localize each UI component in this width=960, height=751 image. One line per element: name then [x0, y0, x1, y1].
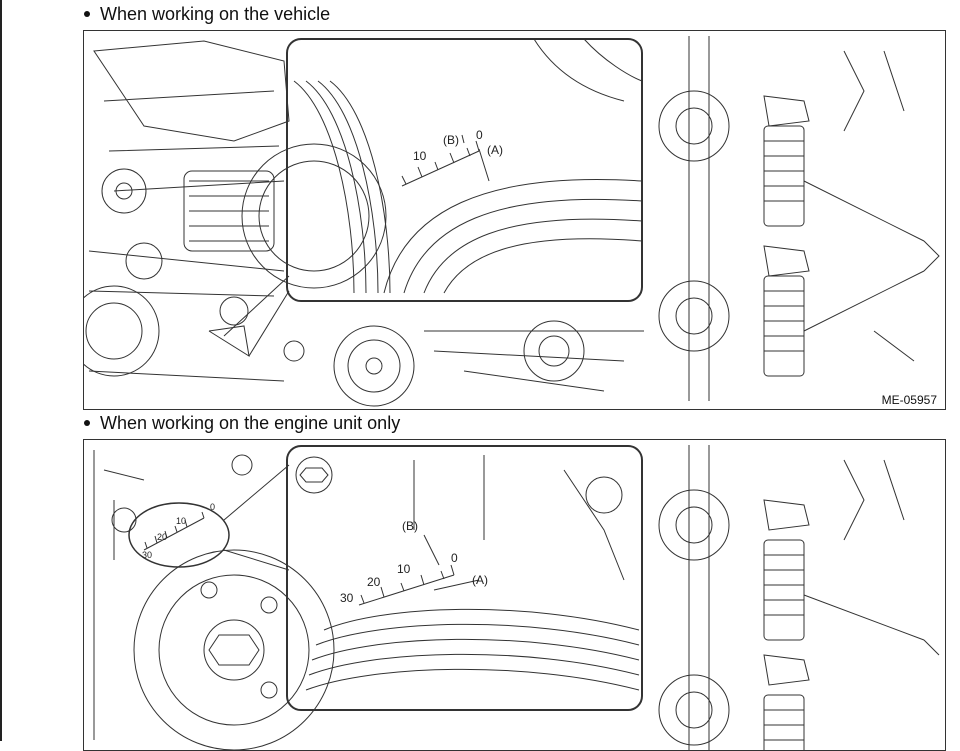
section-heading-engine-unit: When working on the engine unit only — [84, 413, 400, 433]
label-a-vehicle: (A) — [487, 143, 503, 157]
label-a-engine: (A) — [472, 573, 488, 587]
figure-engine-unit-drawing: (B) (A) 30 20 10 0 30 20 10 0 — [93, 445, 940, 750]
scale-tick-0-engine: 0 — [451, 551, 458, 565]
scale-tick-30-engine: 30 — [340, 591, 354, 605]
small-tick-0: 0 — [210, 502, 215, 512]
heading-text: When working on the engine unit only — [100, 413, 401, 433]
bullet-icon — [84, 420, 90, 426]
scale-tick-20-engine: 20 — [367, 575, 381, 589]
page-left-border — [0, 0, 2, 741]
figure-vehicle-drawing: (B) (A) 10 0 — [84, 36, 940, 407]
section-heading-vehicle: When working on the vehicle — [84, 4, 330, 24]
scale-tick-0-vehicle: 0 — [476, 128, 483, 142]
label-b-vehicle: (B) — [443, 133, 459, 147]
small-tick-20: 20 — [157, 532, 167, 542]
heading-text: When working on the vehicle — [100, 4, 331, 24]
figure-vehicle: (B) (A) 10 0 ME-05957 — [83, 30, 946, 410]
small-tick-10: 10 — [176, 516, 186, 526]
small-tick-30: 30 — [142, 550, 152, 560]
bullet-icon — [84, 11, 90, 17]
figure-code: ME-05957 — [879, 393, 939, 407]
scale-tick-10-engine: 10 — [397, 562, 411, 576]
scale-tick-10-vehicle: 10 — [413, 149, 427, 163]
figure-engine-unit: (B) (A) 30 20 10 0 30 20 10 0 — [83, 439, 946, 751]
label-b-engine: (B) — [402, 519, 418, 533]
